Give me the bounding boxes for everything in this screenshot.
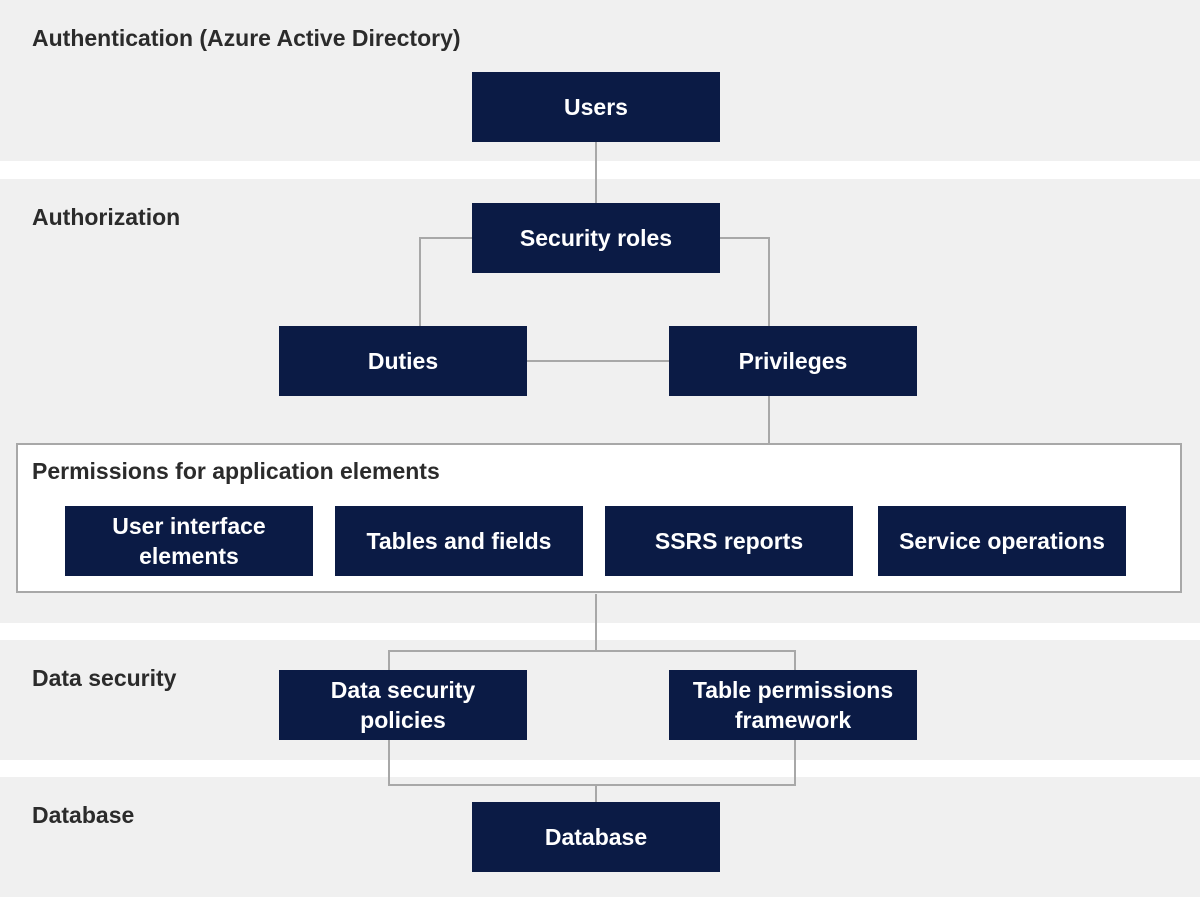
node-table-permissions-framework-line2: framework: [734, 707, 852, 733]
label-database-layer: Database: [32, 802, 135, 828]
connector-roles-duties: [419, 237, 472, 327]
node-privileges: Privileges: [669, 326, 917, 396]
connector-datasecurity-bottom: [388, 739, 796, 786]
node-data-security-policies-line2: policies: [360, 707, 446, 733]
node-ui-elements-line2: elements: [139, 543, 239, 569]
label-permissions: Permissions for application elements: [32, 458, 440, 484]
node-security-roles: Security roles: [472, 203, 720, 273]
node-database: Database: [472, 802, 720, 872]
node-data-security-policies-line1: Data security: [330, 677, 476, 703]
node-ssrs-reports: SSRS reports: [605, 506, 853, 576]
node-table-permissions-framework: Table permissions framework: [669, 670, 917, 740]
node-tables-fields: Tables and fields: [335, 506, 583, 576]
label-authorization: Authorization: [32, 204, 181, 230]
node-ui-elements-line1: User interface: [112, 513, 266, 539]
node-service-operations: Service operations: [878, 506, 1126, 576]
connector-roles-privileges: [720, 237, 770, 327]
node-table-permissions-framework-line1: Table permissions: [692, 677, 894, 703]
node-ui-elements: User interface elements: [65, 506, 313, 576]
node-duties: Duties: [279, 326, 527, 396]
band-data-security: [0, 640, 1200, 760]
label-data-security: Data security: [32, 665, 177, 691]
node-data-security-policies: Data security policies: [279, 670, 527, 740]
connector-datasecurity-top: [388, 650, 796, 670]
label-authentication: Authentication (Azure Active Directory): [32, 25, 461, 51]
node-users: Users: [472, 72, 720, 142]
